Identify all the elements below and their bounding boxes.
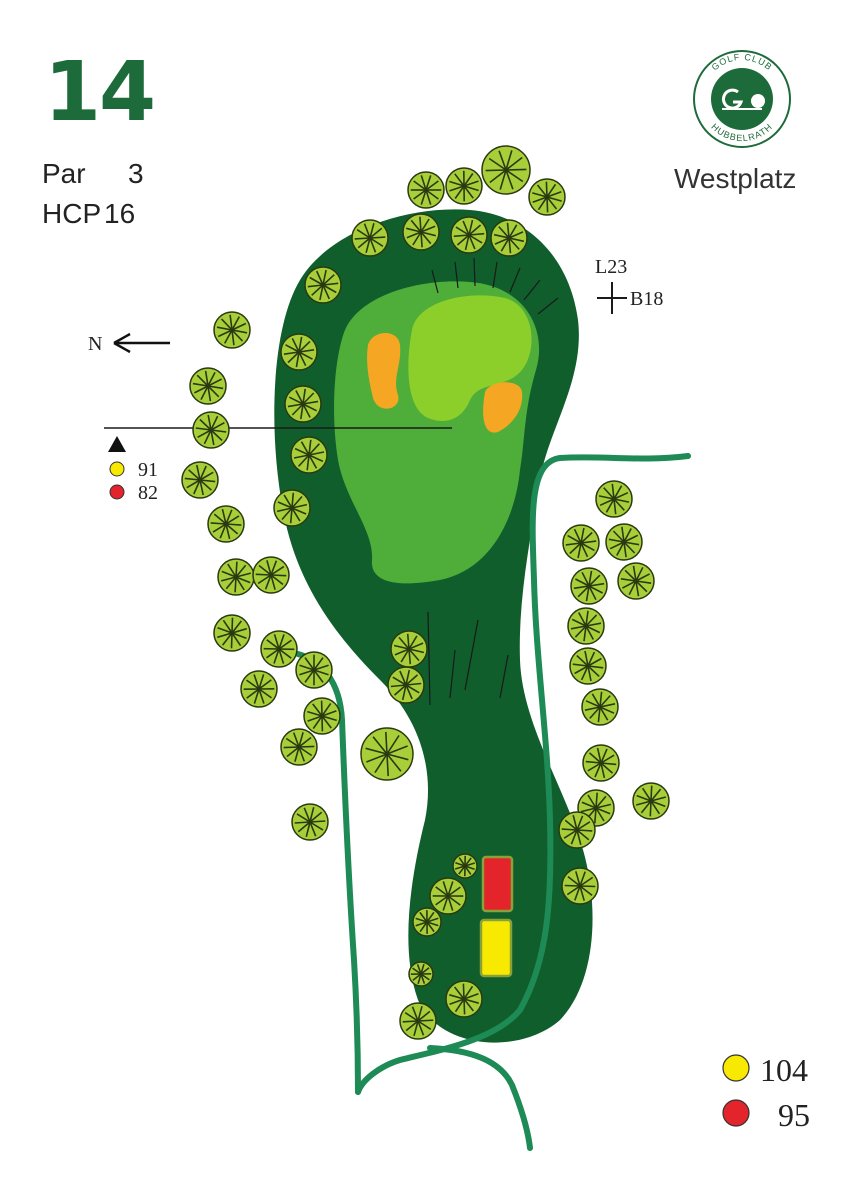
tree-icon bbox=[351, 219, 389, 257]
tree-icon bbox=[452, 853, 478, 879]
tee-yellow-distance: 104 bbox=[760, 1052, 808, 1088]
trees bbox=[181, 145, 670, 1040]
putting-green bbox=[408, 295, 532, 421]
tree-icon bbox=[387, 666, 425, 704]
tree-icon bbox=[213, 614, 251, 652]
tree-icon bbox=[445, 980, 483, 1018]
ref-yellow-distance: 91 bbox=[138, 459, 158, 481]
tree-icon bbox=[390, 630, 428, 668]
fairway-lines bbox=[427, 611, 509, 706]
ref-red-distance: 82 bbox=[138, 482, 158, 504]
tree-icon bbox=[217, 558, 255, 596]
tree-icon bbox=[450, 216, 488, 254]
bunker-right bbox=[483, 382, 523, 433]
tree-icon bbox=[570, 567, 608, 605]
tree-icon bbox=[207, 505, 245, 543]
tree-icon bbox=[291, 803, 329, 841]
tree-icon bbox=[567, 607, 605, 645]
tee-distance-legend: 104 95 bbox=[722, 1052, 810, 1133]
bunker-left bbox=[367, 332, 401, 409]
tree-icon bbox=[412, 907, 442, 937]
course-name: Westplatz bbox=[674, 163, 797, 194]
tree-icon bbox=[280, 333, 318, 371]
tee-red-distance: 95 bbox=[778, 1097, 810, 1133]
tree-icon bbox=[490, 219, 528, 257]
tree-icon bbox=[569, 647, 607, 685]
tree-icon bbox=[605, 523, 643, 561]
tree-icon bbox=[562, 524, 600, 562]
tree-icon bbox=[632, 782, 670, 820]
tree-icon bbox=[252, 556, 290, 594]
reference-distance-legend: 91 82 bbox=[108, 436, 158, 504]
par-value: 3 bbox=[128, 158, 144, 189]
tree-icon bbox=[402, 213, 440, 251]
tree-icon bbox=[189, 367, 227, 405]
marker-back-label: B18 bbox=[630, 288, 663, 310]
tree-icon bbox=[360, 727, 414, 781]
red-tee-box bbox=[481, 855, 514, 913]
slope-lines bbox=[431, 257, 559, 315]
hole-number: 14 bbox=[44, 45, 156, 140]
tree-icon bbox=[192, 411, 230, 449]
north-arrow: N bbox=[88, 332, 170, 355]
tree-icon bbox=[280, 728, 318, 766]
tree-icon bbox=[290, 436, 328, 474]
tree-icon bbox=[528, 178, 566, 216]
tree-icon bbox=[595, 480, 633, 518]
hcp-value: 16 bbox=[104, 198, 136, 229]
tree-icon bbox=[445, 167, 483, 205]
tree-icon bbox=[181, 461, 219, 499]
tree-icon bbox=[407, 171, 445, 209]
hcp-label: HCP bbox=[42, 198, 102, 229]
tree-icon bbox=[303, 697, 341, 735]
tree-icon bbox=[561, 867, 599, 905]
yellow-tee-box bbox=[479, 918, 513, 978]
hcp-row: HCP 16 bbox=[42, 198, 135, 230]
par-row: Par 3 bbox=[42, 158, 144, 190]
marker-left-label: L23 bbox=[595, 256, 627, 278]
tree-icon bbox=[429, 877, 467, 915]
tree-icon bbox=[273, 489, 311, 527]
club-logo: GOLF CLUB HUBBELRATH bbox=[693, 50, 791, 148]
cart-path bbox=[295, 453, 691, 1151]
tree-icon bbox=[260, 630, 298, 668]
tree-icon bbox=[240, 670, 278, 708]
reference-triangle-icon bbox=[108, 436, 126, 452]
tree-icon bbox=[582, 744, 620, 782]
tree-icon bbox=[213, 311, 251, 349]
tree-icon bbox=[408, 961, 434, 987]
tree-icon bbox=[617, 562, 655, 600]
par-label: Par bbox=[42, 158, 86, 189]
tree-icon bbox=[481, 145, 531, 195]
tree-icon bbox=[284, 385, 322, 423]
tree-icon bbox=[558, 811, 596, 849]
pin-position-marker: L23 B18 bbox=[595, 256, 663, 314]
tree-icon bbox=[304, 266, 342, 304]
tree-icon bbox=[581, 688, 619, 726]
tree-icon bbox=[399, 1002, 437, 1040]
tree-icon bbox=[295, 651, 333, 689]
north-label: N bbox=[88, 333, 102, 355]
